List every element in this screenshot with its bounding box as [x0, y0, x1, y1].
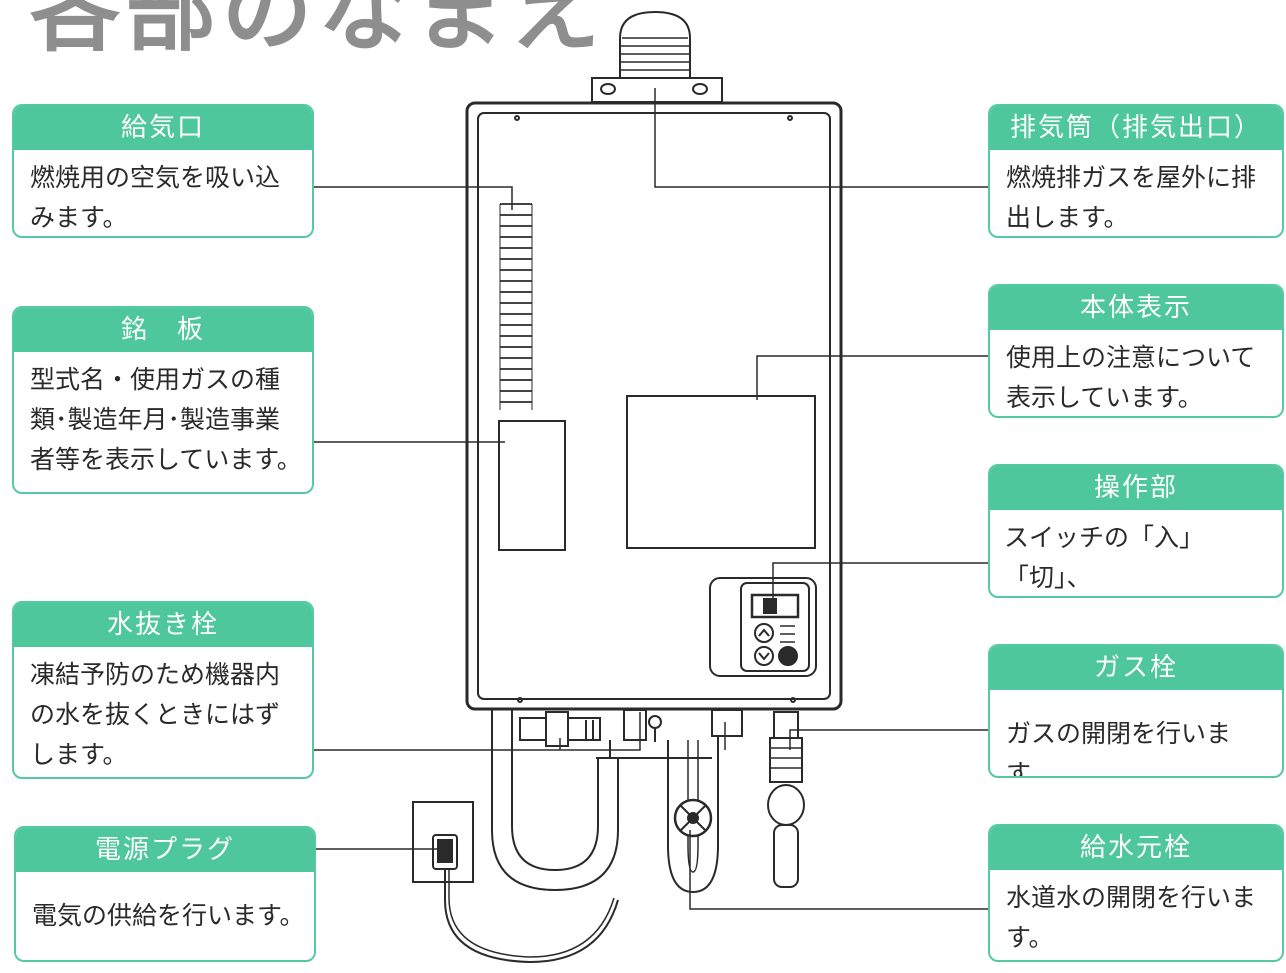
callout-description: 凍結予防のため機器内 の水を抜くときにはず します。: [30, 660, 281, 769]
callout-title: 電源プラグ: [16, 828, 314, 872]
callout-nameplate: 銘 板 型式名・使用ガスの種 類･製造年月･製造事業 者等を表示しています。: [12, 306, 314, 494]
callout-title: 排気筒（排気出口）: [990, 106, 1282, 150]
callout-title: 銘 板: [14, 308, 312, 352]
callout-description: 燃焼排ガスを屋外に排 出します。: [1006, 163, 1257, 232]
air-intake-slots: [499, 203, 533, 410]
callout-description: 電気の供給を行います。: [32, 901, 305, 930]
callout-description: スイッチの「入」「切」、 湯温調節等を行います。: [1004, 523, 1205, 592]
callout-drain-plug: 水抜き栓 凍結予防のため機器内 の水を抜くときにはず します。: [12, 601, 314, 779]
callout-exhaust: 排気筒（排気出口） 燃焼排ガスを屋外に排 出します。: [988, 104, 1284, 238]
water-valve-handle: [673, 798, 713, 838]
callout-power-plug: 電源プラグ 電気の供給を行います。: [14, 826, 316, 962]
page-heading: 各部のなまえ: [30, 0, 606, 64]
bottom-fittings: [519, 709, 743, 759]
callout-title: 給気口: [14, 106, 312, 150]
callout-controls: 操作部 スイッチの「入」「切」、 湯温調節等を行います。: [988, 464, 1284, 598]
pipes: [491, 709, 719, 894]
exhaust-flue: [591, 10, 723, 103]
callout-description: 水道水の開閉を行いま す。: [1006, 883, 1257, 952]
power-outlet: [412, 801, 619, 964]
callout-title: ガス栓: [990, 646, 1282, 690]
callout-air-intake: 給気口 燃焼用の空気を吸い込 みます。: [12, 104, 314, 238]
callout-title: 水抜き栓: [14, 603, 312, 647]
callout-title: 操作部: [990, 466, 1282, 510]
body-label-panel: [626, 395, 816, 549]
callout-description: 使用上の注意について 表示しています。: [1006, 343, 1256, 412]
leader-lines: [314, 88, 988, 910]
callout-water-valve: 給水元栓 水道水の開閉を行いま す。: [988, 824, 1284, 962]
callout-body-label: 本体表示 使用上の注意について 表示しています。: [988, 284, 1284, 418]
callout-description: ガスの開閉を行います。: [1006, 719, 1232, 778]
callout-title: 本体表示: [990, 286, 1282, 330]
callout-description: 燃焼用の空気を吸い込 みます。: [30, 163, 281, 232]
nameplate-panel: [498, 420, 566, 551]
control-panel: [709, 577, 817, 677]
callout-description: 型式名・使用ガスの種 類･製造年月･製造事業 者等を表示しています。: [30, 365, 302, 474]
callout-gas-valve: ガス栓 ガスの開閉を行います。: [988, 644, 1284, 778]
gas-valve: [767, 711, 805, 888]
callout-title: 給水元栓: [990, 826, 1282, 870]
